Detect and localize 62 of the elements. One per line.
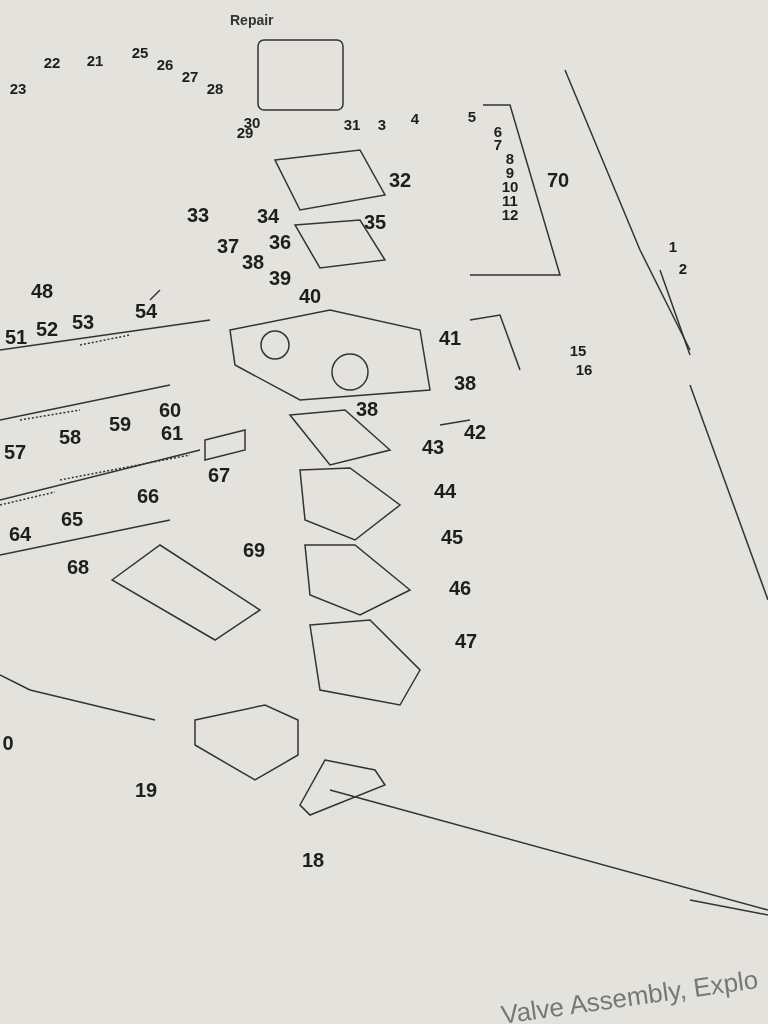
callout-number: 4 — [410, 110, 420, 126]
callout-number: 0 — [2, 733, 14, 753]
callout-number: 12 — [501, 206, 519, 222]
callout-number: 69 — [242, 540, 266, 560]
callout-number: 67 — [207, 465, 231, 485]
callout-number: 5 — [467, 108, 477, 124]
callout-number: 18 — [301, 850, 325, 870]
callout-number: 43 — [421, 437, 445, 457]
callout-number: 36 — [268, 232, 292, 252]
callout-number: 11 — [502, 192, 518, 208]
callout-number: 33 — [186, 205, 210, 225]
callout-number: 47 — [454, 631, 478, 651]
callout-number: 42 — [463, 422, 487, 442]
callout-number: 66 — [136, 486, 160, 506]
callout-number: 26 — [156, 56, 174, 72]
callout-number: 52 — [35, 319, 59, 339]
callout-number: 25 — [131, 44, 149, 60]
callout-number: 68 — [66, 557, 90, 577]
callout-number: 38 — [453, 373, 477, 393]
callout-number: 32 — [388, 170, 412, 190]
callout-number: 57 — [3, 442, 27, 462]
callout-number: 19 — [134, 780, 158, 800]
callout-number: 6 — [493, 123, 503, 139]
callout-number: 34 — [256, 206, 280, 226]
callout-number: 41 — [438, 328, 462, 348]
callout-number: 53 — [71, 312, 95, 332]
callout-number: 46 — [448, 578, 472, 598]
callout-number: 44 — [433, 481, 457, 501]
callout-number: 2 — [678, 260, 688, 276]
callout-number: 3 — [377, 116, 387, 132]
callout-number: 54 — [134, 301, 158, 321]
callout-number: 60 — [158, 400, 182, 420]
callout-number: 48 — [30, 281, 54, 301]
callout-number: 9 — [505, 164, 515, 180]
callout-number: 16 — [575, 361, 593, 377]
callout-number: 51 — [4, 327, 28, 347]
callout-number: 21 — [86, 52, 104, 68]
page-heading: Repair — [230, 12, 274, 28]
callout-number: 45 — [440, 527, 464, 547]
callout-number: 15 — [569, 342, 587, 358]
callout-number: 10 — [501, 178, 519, 194]
callout-number: 7 — [493, 136, 503, 152]
callout-number: 35 — [363, 212, 387, 232]
callout-number: 58 — [58, 427, 82, 447]
callout-number: 59 — [108, 414, 132, 434]
callout-number: 31 — [343, 116, 361, 132]
callout-number: 39 — [268, 268, 292, 288]
callout-number: 37 — [216, 236, 240, 256]
callout-number: 65 — [60, 509, 84, 529]
callout-number: 38 — [355, 399, 379, 419]
callout-number: 27 — [181, 68, 199, 84]
callout-number: 8 — [505, 150, 515, 166]
callout-number: 64 — [8, 524, 32, 544]
callout-number: 61 — [160, 423, 184, 443]
callout-number: 22 — [43, 54, 61, 70]
figure-caption: Valve Assembly, Explo — [499, 964, 761, 1024]
callout-number: 23 — [9, 80, 27, 96]
callout-number: 40 — [298, 286, 322, 306]
callout-number: 70 — [546, 170, 570, 190]
callout-number: 28 — [206, 80, 224, 96]
callout-number: 1 — [668, 238, 678, 254]
callout-number: 38 — [241, 252, 265, 272]
